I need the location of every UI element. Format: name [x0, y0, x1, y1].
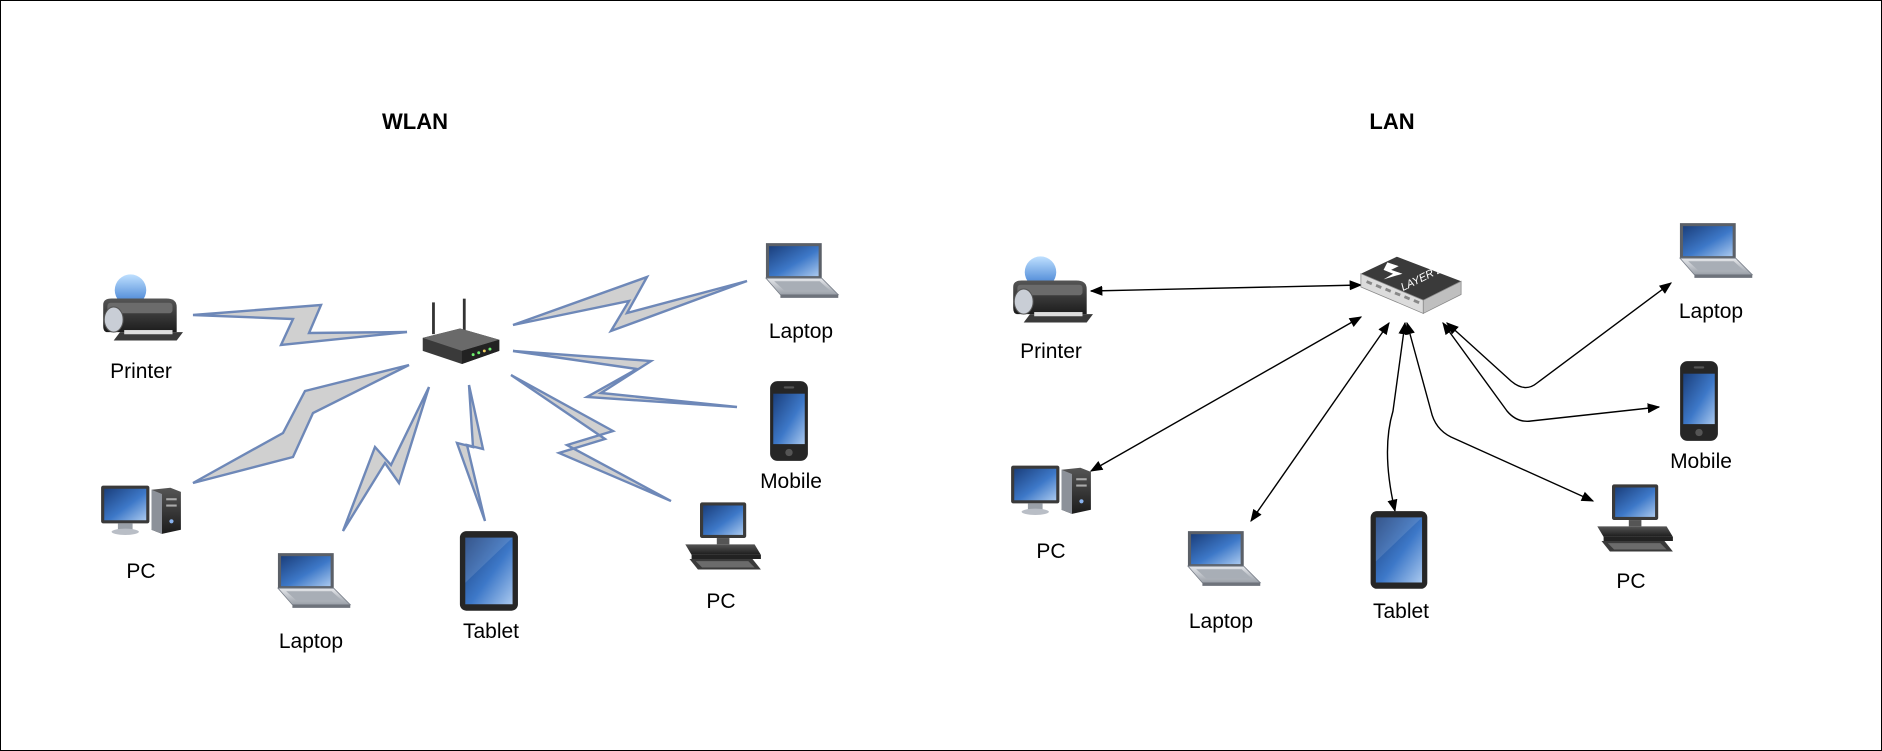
pc-icon [1011, 465, 1091, 515]
laptop-icon [1187, 530, 1261, 587]
lan-links [1089, 280, 1673, 523]
wifi-router-icon [422, 298, 500, 364]
pc-workstation-icon [685, 502, 761, 570]
link-pc-left [1089, 316, 1363, 472]
mobile-phone-icon [770, 381, 808, 461]
wlan-label-tablet: Tablet [463, 620, 519, 643]
lan-title: LAN [1369, 109, 1414, 134]
lan-label-printer: Printer [1020, 340, 1082, 363]
link-laptop-bottom [1250, 321, 1390, 523]
wlan-label-laptop-top: Laptop [769, 320, 833, 343]
signal-bolt-tablet [455, 384, 487, 522]
lan-label-laptop-bottom: Laptop [1189, 610, 1253, 633]
lan-label-pc-left: PC [1036, 540, 1065, 563]
lan-label-tablet: Tablet [1373, 600, 1429, 623]
signal-bolt-laptop-top [512, 274, 748, 334]
signal-bolt-pc-left [192, 363, 410, 485]
signal-bolt-printer [192, 303, 408, 347]
link-mobile [1442, 321, 1661, 422]
wlan-signal-links [192, 274, 748, 532]
lan-label-mobile: Mobile [1670, 450, 1732, 473]
layer2-switch: LAYER 2 [1360, 256, 1462, 314]
printer-icon [1012, 255, 1093, 324]
wlan-label-printer: Printer [110, 360, 172, 383]
link-printer [1089, 280, 1363, 296]
laptop-icon [765, 242, 839, 299]
wlan-label-mobile: Mobile [760, 470, 822, 493]
printer-icon [102, 273, 183, 342]
tablet-icon [1370, 511, 1428, 589]
signal-bolt-laptop-bottom [341, 386, 431, 532]
signal-bolt-pc-right [510, 373, 672, 503]
lan-label-pc-right: PC [1616, 570, 1645, 593]
wlan-label-laptop-bottom: Laptop [279, 630, 343, 653]
pc-workstation-icon [1597, 484, 1673, 552]
wlan-label-pc-left: PC [126, 560, 155, 583]
laptop-icon [1679, 222, 1753, 279]
tablet-icon [459, 531, 518, 611]
lan-label-laptop-top: Laptop [1679, 300, 1743, 323]
mobile-phone-icon [1680, 361, 1718, 441]
signal-bolt-mobile [512, 349, 738, 409]
link-tablet [1386, 321, 1409, 513]
link-laptop-top [1446, 282, 1673, 389]
pc-icon [101, 485, 181, 535]
wlan-label-pc-right: PC [706, 590, 735, 613]
link-pc-right [1405, 321, 1595, 502]
wlan-title: WLAN [382, 109, 448, 134]
laptop-icon [277, 552, 351, 609]
